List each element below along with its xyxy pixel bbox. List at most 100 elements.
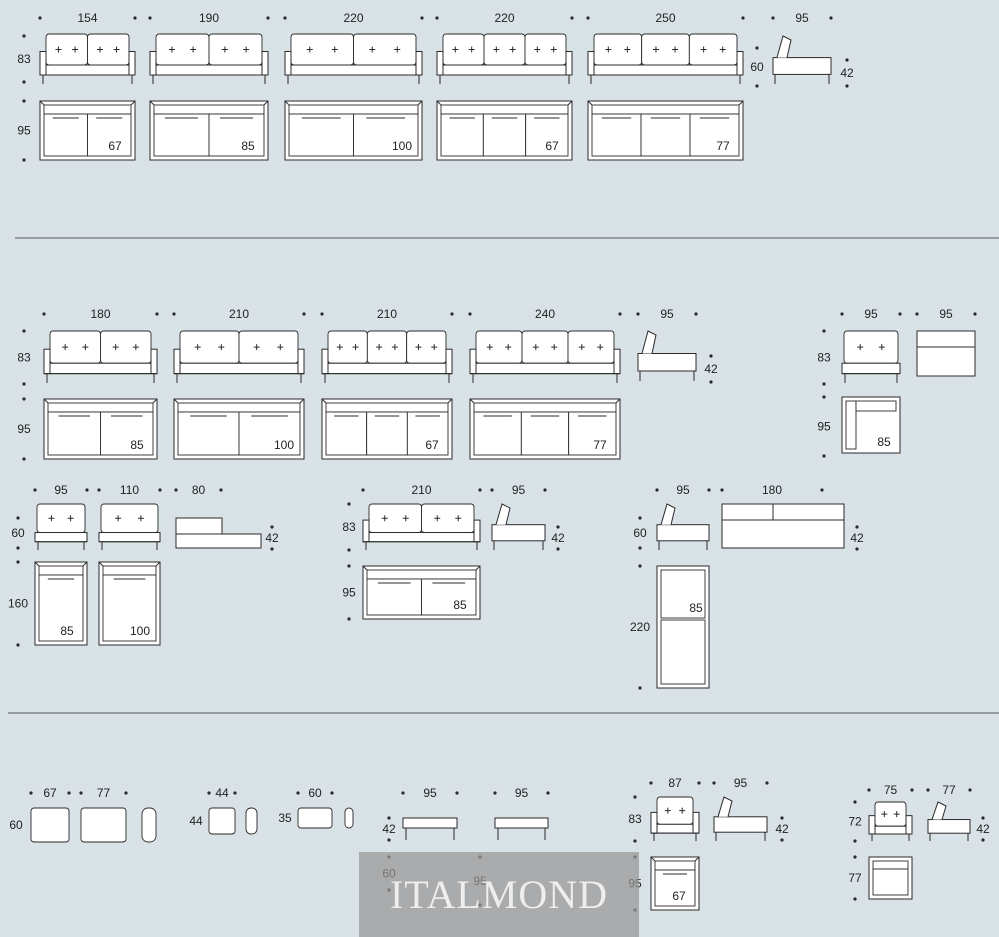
height-label: 42: [551, 531, 565, 545]
dimension-dot: [450, 312, 454, 316]
long-chaise-cushion-b: [660, 619, 706, 685]
height-label: 42: [704, 362, 718, 376]
plan-corner: [299, 398, 305, 404]
plan-back: [288, 104, 419, 115]
side-body: [637, 353, 697, 372]
plan-seat-cushion: [353, 113, 419, 157]
width-label: 44: [215, 786, 229, 800]
width-label: 220: [343, 11, 363, 25]
plan-back: [47, 402, 154, 413]
dimension-dot: [219, 488, 223, 492]
back-cushion: [521, 330, 569, 364]
plan-back: [102, 565, 157, 576]
dimension-dot: [697, 781, 701, 785]
dimension-dot: [29, 791, 33, 795]
width-label: 87: [668, 776, 682, 790]
dimension-dot: [720, 488, 724, 492]
back-cushion: [290, 33, 354, 66]
plan-back: [473, 402, 617, 413]
dimension-dot: [174, 488, 178, 492]
side-body: [772, 57, 832, 75]
dimension-dot: [898, 312, 902, 316]
armrest: [692, 811, 700, 834]
plan-seat-cushion: [654, 869, 696, 907]
back-cushion: [843, 330, 899, 364]
plan-seat-cushion: [366, 411, 408, 456]
dimension-dot: [283, 16, 287, 20]
width-label: 95: [864, 307, 878, 321]
dimension-dot: [981, 816, 985, 820]
armrest: [128, 51, 136, 76]
dimension-dot: [556, 547, 560, 551]
dimension-dot: [853, 839, 857, 843]
back-cushion: [475, 330, 523, 364]
seat-depth-label: 100: [274, 438, 294, 452]
plan-corner: [615, 398, 621, 404]
dimension-dot: [973, 312, 977, 316]
plan-back: [153, 104, 265, 115]
plan-corner: [39, 100, 45, 106]
dimension-dot: [820, 488, 824, 492]
back-cushion: [353, 33, 417, 66]
dimension-dot: [707, 488, 711, 492]
back-cushion: [442, 33, 485, 66]
plan-back: [366, 569, 477, 580]
dimension-dot: [148, 16, 152, 20]
dimension-dot: [780, 816, 784, 820]
plan-seat-cushion: [238, 411, 301, 456]
dimension-dot: [855, 547, 859, 551]
dimension-dot: [16, 546, 20, 550]
cushion-side: [344, 807, 354, 829]
dimension-dot: [133, 16, 137, 20]
dimension-dot: [79, 791, 83, 795]
dimension-dot: [42, 312, 46, 316]
plan-seat-cushion: [591, 113, 642, 157]
dimension-dot: [468, 312, 472, 316]
corner-arm-cushion: [845, 400, 857, 450]
plan-seat-cushion: [43, 113, 88, 157]
width-label: 180: [90, 307, 110, 321]
dimension-dot: [649, 781, 653, 785]
dimension-dot: [638, 564, 642, 568]
dimension-dot: [478, 488, 482, 492]
width-label: 95: [939, 307, 953, 321]
plan-seat-cushion: [421, 578, 477, 616]
seat-base: [650, 823, 700, 834]
dimension-dot: [361, 488, 365, 492]
side-back-cushion: [776, 35, 792, 58]
back-cushion: [593, 33, 643, 66]
plan-seat-cushion: [288, 113, 354, 157]
dimension-dot: [638, 516, 642, 520]
dimension-dot: [853, 800, 857, 804]
height-label: 42: [265, 531, 279, 545]
plan-seat-cushion: [689, 113, 740, 157]
back-cushion: [368, 503, 422, 533]
plan-corner: [173, 398, 179, 404]
plan-corner: [263, 100, 269, 106]
back-cushion: [366, 330, 408, 364]
plan-seat-cushion: [473, 411, 522, 456]
dimension-dot: [347, 548, 351, 552]
width-label: 210: [229, 307, 249, 321]
seat-depth-label: 100: [392, 139, 412, 153]
back-cushion: [100, 330, 152, 364]
height-label: 42: [850, 531, 864, 545]
dimension-dot: [822, 395, 826, 399]
drawings: [16, 16, 985, 912]
height-label: 42: [382, 822, 396, 836]
dimension-dot: [490, 488, 494, 492]
cushion-60: [297, 807, 333, 829]
dimension-dot: [546, 791, 550, 795]
width-label: 154: [77, 11, 97, 25]
height-label: 83: [817, 351, 831, 365]
back-cushion: [483, 33, 526, 66]
cushion-side: [141, 807, 157, 843]
dimension-dot: [543, 488, 547, 492]
dimension-dot: [270, 547, 274, 551]
armrest: [736, 51, 744, 76]
armrest: [868, 815, 876, 835]
side-back-cushion: [495, 503, 511, 525]
dimension-dot: [633, 795, 637, 799]
width-label: 80: [192, 483, 206, 497]
